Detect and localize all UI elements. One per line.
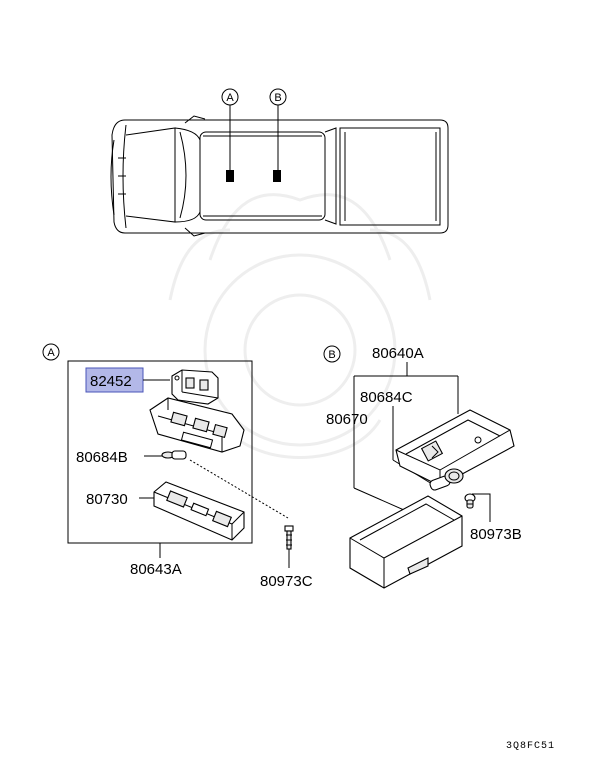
lamp-housing[interactable] [149, 397, 245, 453]
svg-text:B: B [328, 349, 335, 361]
callout-a-top[interactable]: A [221, 88, 239, 106]
truck-top-view [110, 105, 449, 237]
callout-b-section[interactable]: B [323, 345, 341, 363]
part-label-80670[interactable]: 80670 [326, 411, 368, 428]
screw-80973b[interactable] [464, 493, 476, 509]
part-label-80643a[interactable]: 80643A [130, 561, 182, 578]
part-label-80684b[interactable]: 80684B [76, 449, 128, 466]
part-label-80684c[interactable]: 80684C [360, 389, 413, 406]
part-label-80973b[interactable]: 80973B [470, 526, 522, 543]
part-80684c-bulb[interactable] [429, 468, 464, 491]
svg-text:A: A [47, 347, 55, 359]
svg-text:B: B [274, 92, 281, 104]
part-80640a-lamp-base[interactable] [395, 409, 515, 487]
part-label-82452[interactable]: 82452 [85, 367, 144, 393]
lamp-location-a-marker [226, 170, 234, 182]
part-label-80640a[interactable]: 80640A [372, 345, 424, 362]
diagram-code: 3Q8FC51 [506, 741, 555, 752]
svg-text:82452: 82452 [90, 373, 132, 390]
svg-text:A: A [226, 92, 234, 104]
part-80730-lens[interactable] [153, 481, 245, 541]
part-80670-lens[interactable] [349, 495, 463, 589]
lamp-location-b-marker [273, 170, 281, 182]
part-80684b-bulb[interactable] [161, 450, 187, 460]
screw-80973c[interactable] [284, 525, 294, 550]
callout-a-section[interactable]: A [42, 343, 60, 361]
part-82452-bracket[interactable] [171, 369, 219, 405]
part-label-80730[interactable]: 80730 [86, 491, 128, 508]
watermark-emblem [168, 193, 432, 459]
callout-b-top[interactable]: B [269, 88, 287, 106]
part-label-80973c[interactable]: 80973C [260, 573, 313, 590]
